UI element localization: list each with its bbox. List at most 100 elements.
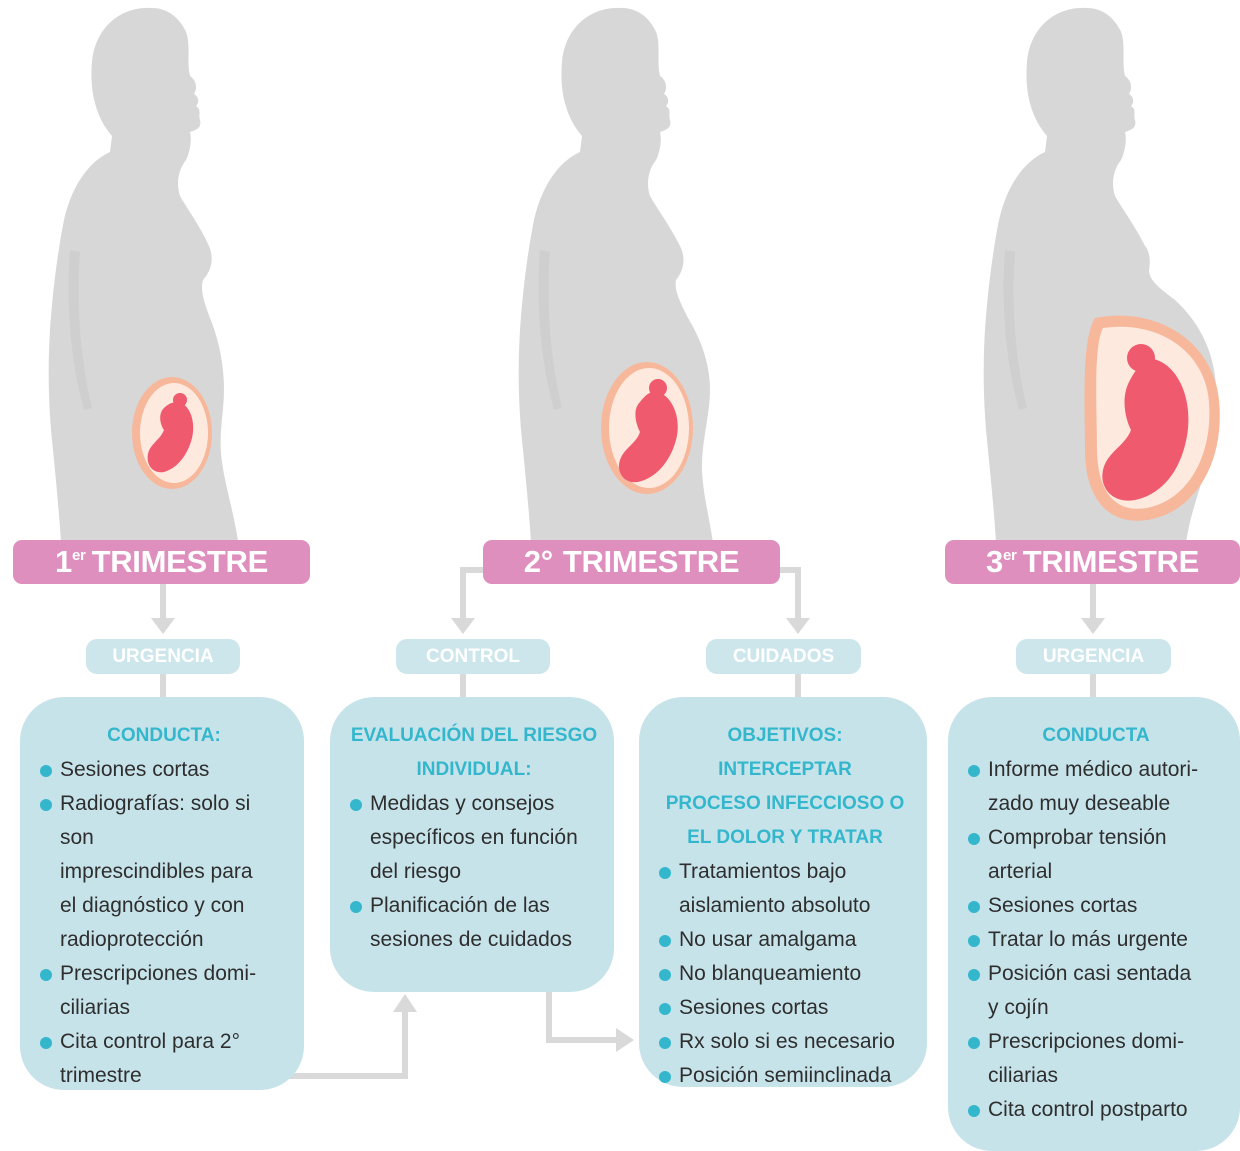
pill-urgencia-1: URGENCIA — [86, 639, 240, 674]
list-item-line: Medidas y consejos — [370, 787, 598, 821]
list-item-line: Sesiones cortas — [60, 753, 288, 787]
arrowhead — [151, 618, 175, 634]
bullet-icon — [968, 1037, 980, 1049]
arrowhead — [1081, 618, 1105, 634]
list-item-line: Tratamientos bajo — [679, 855, 911, 889]
bullet-icon — [659, 1037, 671, 1049]
box-title: CONDUCTA: — [40, 719, 288, 753]
list-item: Informe médico autori-zado muy deseable — [968, 753, 1224, 821]
list-item-line: Prescripciones domi- — [988, 1025, 1224, 1059]
list-item-line: radioprotección — [60, 923, 288, 957]
arrowhead — [786, 618, 810, 634]
bullet-icon — [968, 969, 980, 981]
list-item: Tratar lo más urgente — [968, 923, 1224, 957]
list-item-line: Planificación de las — [370, 889, 598, 923]
list-item-line: del riesgo — [370, 855, 598, 889]
list-item-line: ciliarias — [988, 1059, 1224, 1093]
list-item-line: Prescripciones domi- — [60, 957, 288, 991]
list-item-line: Tratar lo más urgente — [988, 923, 1224, 957]
bullet-icon — [968, 935, 980, 947]
list-item: No usar amalgama — [659, 923, 911, 957]
list-item-line: Rx solo si es necesario — [679, 1025, 911, 1059]
list-item: Sesiones cortas — [40, 753, 288, 787]
arrowhead — [393, 994, 417, 1012]
bullet-icon — [968, 833, 980, 845]
bullet-icon — [350, 901, 362, 913]
bullet-icon — [659, 1003, 671, 1015]
arrowhead — [451, 618, 475, 634]
bullet-icon — [968, 1105, 980, 1117]
connector-2nd-to-cuidados — [778, 570, 798, 620]
box-title-line: EVALUACIÓN DEL RIESGO — [350, 719, 598, 753]
list-item-line: Informe médico autori- — [988, 753, 1224, 787]
trimester-label: TRIMESTRE — [563, 544, 739, 580]
list-item-line: arterial — [988, 855, 1224, 889]
trimester-label: TRIMESTRE — [1023, 544, 1199, 580]
box-title-line: CONDUCTA — [968, 719, 1224, 753]
arrowhead — [616, 1028, 634, 1052]
list-item-line: imprescindibles para — [60, 855, 288, 889]
list-item: No blanqueamiento — [659, 957, 911, 991]
pill-cuidados: CUIDADOS — [706, 639, 861, 674]
bullet-icon — [659, 867, 671, 879]
box-title-line: OBJETIVOS: INTERCEPTAR — [659, 719, 911, 787]
bullet-icon — [659, 969, 671, 981]
list-item-line: No blanqueamiento — [679, 957, 911, 991]
trimester-ordinal: er — [1003, 547, 1017, 564]
list-item-line: Posición casi sentada — [988, 957, 1224, 991]
box-2nd-objetivos: OBJETIVOS: INTERCEPTARPROCESO INFECCIOSO… — [639, 697, 927, 1087]
bullet-icon — [350, 799, 362, 811]
bullet-icon — [40, 765, 52, 777]
list-item-line: sesiones de cuidados — [370, 923, 598, 957]
list-item: Prescripciones domi-ciliarias — [968, 1025, 1224, 1093]
list-item-line: Sesiones cortas — [988, 889, 1224, 923]
list-item: Rx solo si es necesario — [659, 1025, 911, 1059]
list-item-line: ciliarias — [60, 991, 288, 1025]
list-item-line: Posición semiinclinada — [679, 1059, 911, 1093]
box-title-line: PROCESO INFECCIOSO O — [659, 787, 911, 821]
box-title-line: CONDUCTA: — [40, 719, 288, 753]
list-item-line: trimestre — [60, 1059, 288, 1093]
list-item-line: Radiografías: solo si son — [60, 787, 288, 855]
list-item-line: No usar amalgama — [679, 923, 911, 957]
list-item: Cita control para 2°trimestre — [40, 1025, 288, 1093]
bullet-icon — [40, 969, 52, 981]
list-item: Prescripciones domi-ciliarias — [40, 957, 288, 1025]
list-item: Cita control postparto — [968, 1093, 1224, 1127]
trimester-number: 3 — [986, 544, 1003, 580]
list-item-line: Cita control postparto — [988, 1093, 1224, 1127]
box-title-line: INDIVIDUAL: — [350, 753, 598, 787]
bullet-icon — [968, 765, 980, 777]
list-item-line: zado muy deseable — [988, 787, 1224, 821]
bullet-icon — [659, 935, 671, 947]
list-item-line: y cojín — [988, 991, 1224, 1025]
pill-control: CONTROL — [396, 639, 550, 674]
connector-box2-to-box3 — [549, 990, 618, 1040]
box-title-line: EL DOLOR Y TRATAR — [659, 821, 911, 855]
list-item: Sesiones cortas — [659, 991, 911, 1025]
box-title: CONDUCTA — [968, 719, 1224, 753]
list-item-line: Cita control para 2° — [60, 1025, 288, 1059]
bullet-icon — [968, 901, 980, 913]
list-item-line: específicos en función — [370, 821, 598, 855]
trimester-banner-2: 2°TRIMESTRE — [483, 540, 780, 584]
list-item-line: Comprobar tensión — [988, 821, 1224, 855]
bullet-icon — [659, 1071, 671, 1083]
bullet-icon — [40, 799, 52, 811]
trimester-number: 1 — [55, 544, 72, 580]
